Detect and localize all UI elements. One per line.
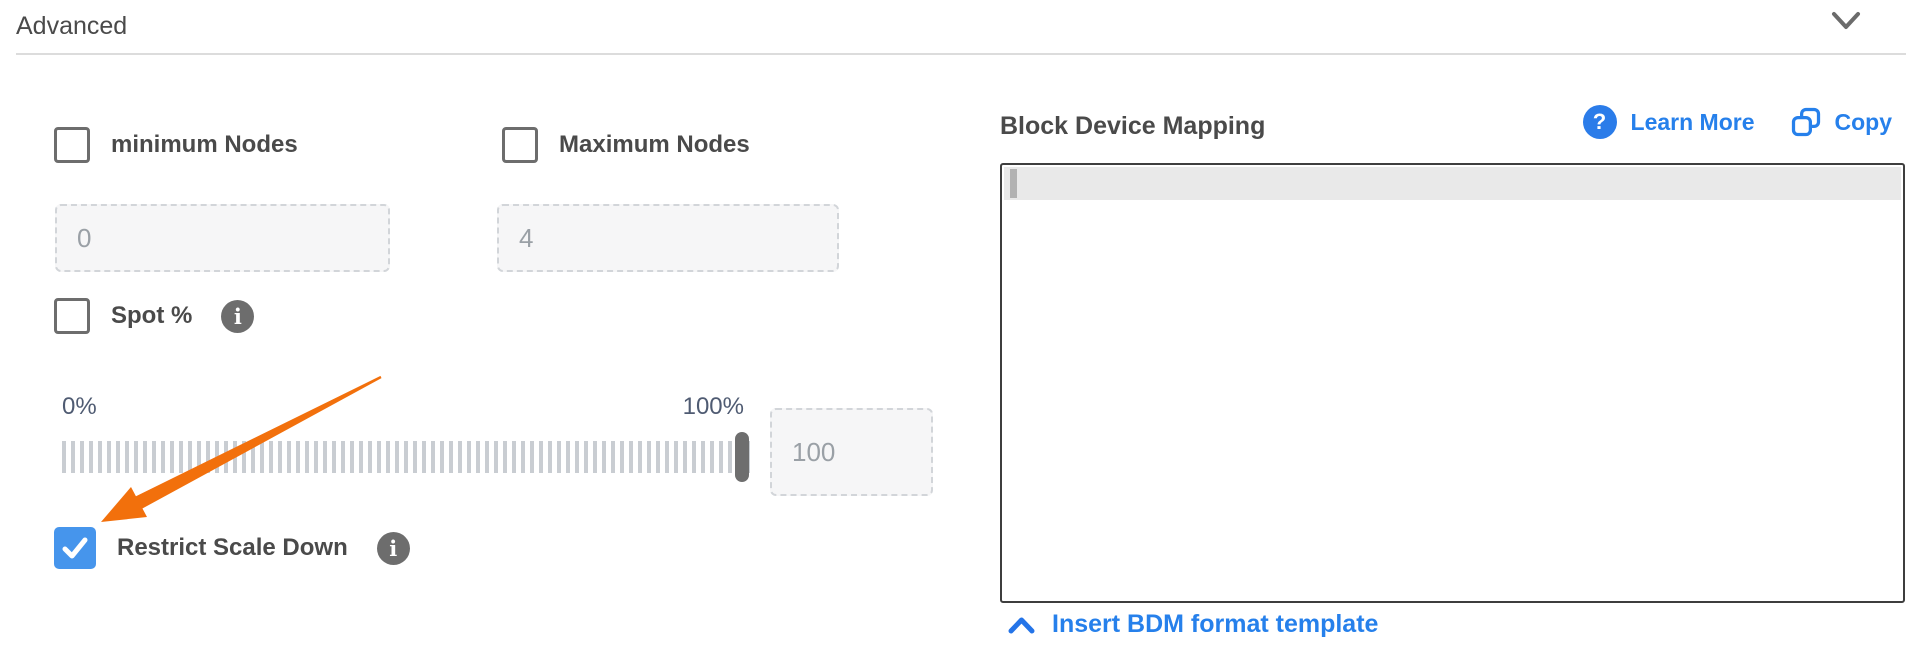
slider-min-label: 0%	[62, 393, 97, 420]
text-cursor	[1010, 169, 1017, 198]
spot-percentage-slider[interactable]	[62, 441, 754, 473]
max-nodes-label: Maximum Nodes	[559, 131, 750, 158]
spot-row: Spot % i	[54, 298, 255, 334]
spot-checkbox[interactable]	[54, 298, 90, 334]
spot-label: Spot %	[111, 302, 193, 329]
min-nodes-row: minimum Nodes	[54, 127, 298, 163]
slider-handle[interactable]	[735, 432, 749, 482]
editor-content	[1012, 205, 1893, 595]
slider-max-label: 100%	[682, 393, 744, 420]
insert-bdm-template-label: Insert BDM format template	[1052, 610, 1379, 638]
chevron-down-icon[interactable]	[1831, 10, 1861, 32]
copy-icon[interactable]	[1791, 107, 1821, 137]
info-icon[interactable]: i	[376, 531, 410, 565]
max-nodes-input[interactable]	[497, 204, 839, 272]
info-icon[interactable]: i	[221, 299, 255, 333]
spot-percentage-input[interactable]	[770, 408, 933, 496]
checkmark-icon	[62, 537, 88, 559]
insert-bdm-template-link[interactable]: Insert BDM format template	[1008, 610, 1378, 639]
question-circle-icon[interactable]: ?	[1582, 105, 1617, 139]
max-nodes-row: Maximum Nodes	[502, 127, 750, 163]
bdm-editor[interactable]	[1000, 163, 1905, 603]
chevron-up-icon	[1008, 617, 1035, 633]
restrict-scale-down-checkbox[interactable]	[54, 527, 96, 569]
min-nodes-label: minimum Nodes	[111, 131, 298, 158]
learn-more-link[interactable]: Learn More	[1630, 108, 1755, 135]
section-divider	[16, 53, 1906, 55]
max-nodes-checkbox[interactable]	[502, 127, 538, 163]
restrict-scale-down-label: Restrict Scale Down	[117, 534, 348, 561]
section-title: Advanced	[16, 12, 128, 40]
copy-link[interactable]: Copy	[1834, 108, 1893, 135]
min-nodes-input[interactable]	[55, 204, 390, 272]
bdm-actions: ? Learn More Copy	[1582, 105, 1893, 139]
slider-labels: 0% 100%	[62, 393, 744, 421]
editor-active-line	[1004, 167, 1901, 200]
bdm-title: Block Device Mapping	[1000, 112, 1266, 140]
restrict-scale-down-row: Restrict Scale Down i	[54, 527, 410, 569]
min-nodes-checkbox[interactable]	[54, 127, 90, 163]
